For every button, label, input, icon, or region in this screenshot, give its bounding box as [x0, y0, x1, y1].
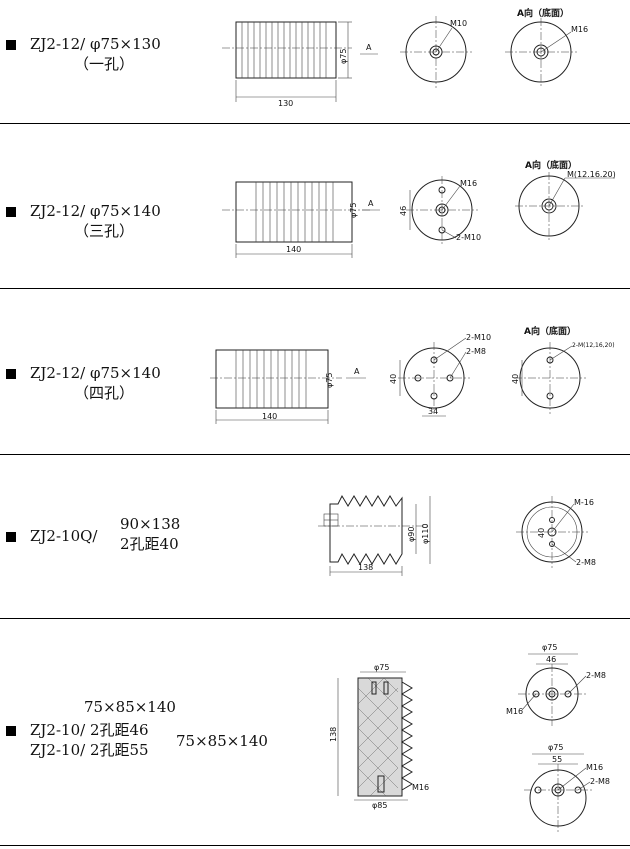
row-4-dia-inner: φ90	[407, 527, 416, 542]
row-4-model: ZJ2-10Q/	[30, 527, 98, 545]
row-3-bottom-thread: 2-M(12,16,20)	[572, 342, 615, 349]
row-1-view-label: A	[366, 43, 372, 52]
row-4-holes: 2孔距40	[120, 535, 179, 553]
row-3-view-label: A	[354, 367, 360, 376]
row-1-bottom-thread: M16	[571, 25, 588, 34]
row-5-label: ZJ2-10/ 2孔距46 ZJ2-10/ 2孔距55	[30, 720, 149, 760]
row-1-bottom-view: A向（底面） M16	[505, 7, 588, 88]
row-1-bullet	[6, 40, 16, 50]
row-1	[0, 0, 630, 124]
row-4-length: 138	[358, 563, 373, 572]
row-5-size-top: 75×85×140	[84, 698, 176, 716]
row-1-dia: φ75	[339, 49, 348, 64]
row-5-thread: M16	[412, 783, 429, 792]
row-3-side-view: 140 φ75 A	[210, 349, 366, 424]
row-3-top-view: 40 34 2-M10 2-M8	[389, 333, 491, 417]
row-5-bullet	[6, 726, 16, 736]
row-4-dia-outer: φ110	[421, 523, 430, 544]
row-5-height: 138	[329, 727, 338, 742]
row-3-dia: φ75	[325, 373, 334, 388]
row-2-dia: φ75	[349, 203, 358, 218]
row-2-label: ZJ2-12/ φ75×140 （三孔）	[30, 201, 161, 241]
row-5-v1-spacing: 46	[546, 655, 556, 664]
row-5-v1-dia: φ75	[542, 643, 557, 652]
row-2-model: ZJ2-12/ φ75×140	[30, 202, 161, 220]
row-3-top-thread: 2-M10	[466, 333, 491, 342]
row-5-v2-thread: M16	[586, 763, 603, 772]
row-3-spacing-h: 34	[428, 407, 438, 416]
row-1-side-view: 130 φ75 A	[222, 21, 378, 108]
row-5-bottom-view-46: φ75 46 2-M8 M16	[506, 643, 606, 726]
row-2-bullet	[6, 207, 16, 217]
row-1-top-thread: M10	[450, 19, 467, 28]
row-3-bottom-title: A向（底面）	[524, 325, 576, 337]
row-3-bottom-view: A向（底面） 40 2-M(12,16,20)	[511, 325, 615, 414]
row-1-label: ZJ2-12/ φ75×130 （一孔）	[30, 34, 161, 74]
row-3-subtitle: （四孔）	[74, 384, 135, 402]
row-4-spacing: 40	[537, 528, 546, 538]
row-5-size-right: 75×85×140	[176, 732, 268, 750]
row-5-model-46: ZJ2-10/ 2孔距46	[30, 721, 149, 739]
row-5-label-right: 75×85×140	[176, 731, 268, 751]
row-5-v2-thread2: 2-M8	[590, 777, 610, 786]
row-1-length: 130	[278, 99, 293, 108]
row-5-v1-thread2: M16	[506, 707, 523, 716]
row-4-side-view: 138 φ90 φ110	[318, 494, 431, 576]
row-3-model: ZJ2-12/ φ75×140	[30, 364, 161, 382]
row-1-top-view: M10	[400, 16, 472, 88]
row-4-bottom-thread2: 2-M8	[576, 558, 596, 567]
row-1-model: ZJ2-12/ φ75×130	[30, 35, 161, 53]
row-2-bottom-thread: M(12.16.20)	[567, 170, 616, 179]
row-4-bottom-view: M-16 2-M8 40	[516, 496, 596, 568]
row-3-label: ZJ2-12/ φ75×140 （四孔）	[30, 363, 161, 403]
row-4-label: ZJ2-10Q/	[30, 526, 98, 546]
row-2	[0, 123, 630, 289]
row-5-v1-thread: 2-M8	[586, 671, 606, 680]
row-2-bottom-title: A向（底面）	[525, 159, 577, 171]
row-4-label-right: 90×138 2孔距40	[120, 514, 180, 554]
row-4	[0, 454, 630, 619]
row-2-view-label: A	[368, 199, 374, 208]
row-5-model-55: ZJ2-10/ 2孔距55	[30, 741, 149, 759]
row-4-bottom-thread: M-16	[574, 498, 594, 507]
row-5-v2-spacing: 55	[552, 755, 562, 764]
row-3-length: 140	[262, 412, 277, 421]
row-4-size: 90×138	[120, 515, 181, 533]
row-5	[0, 618, 630, 846]
row-5-label-top: 75×85×140	[84, 697, 176, 717]
row-2-side-view: 140 φ75 A	[222, 181, 380, 258]
row-5-top-dia: φ75	[374, 663, 389, 672]
row-2-top-view: 46 M16 2-M10	[399, 176, 481, 246]
row-1-subtitle: （一孔）	[74, 55, 135, 73]
row-2-top-thread2: 2-M10	[456, 233, 481, 242]
row-4-bullet	[6, 532, 16, 542]
row-1-bottom-title: A向（底面）	[517, 7, 569, 19]
row-3-bullet	[6, 369, 16, 379]
row-5-bottom-view-55: φ75 55 M16 2-M8	[524, 743, 610, 832]
row-2-length: 140	[286, 245, 301, 254]
row-2-top-thread: M16	[460, 179, 477, 188]
row-3-bottom-spacing: 40	[511, 374, 520, 384]
row-3-spacing-v: 40	[389, 374, 398, 384]
row-2-spacing: 46	[399, 206, 408, 216]
row-5-v2-dia: φ75	[548, 743, 563, 752]
row-2-subtitle: （三孔）	[74, 222, 135, 240]
row-3-top-thread2: 2-M8	[466, 347, 486, 356]
row-2-bottom-view: A向（底面） M(12.16.20)	[515, 159, 616, 242]
row-5-bottom-dia: φ85	[372, 801, 387, 810]
row-3	[0, 288, 630, 455]
row-5-side-view: φ75 138 φ85 M16	[329, 663, 429, 810]
